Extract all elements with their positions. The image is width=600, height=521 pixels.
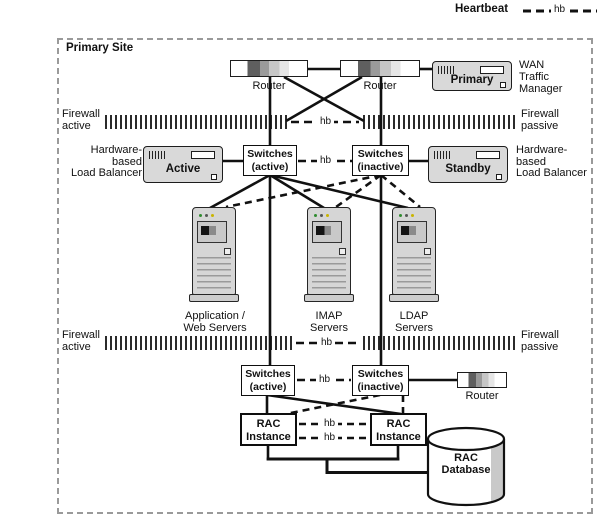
server-button-icon (424, 248, 431, 255)
load-balancer-standby-device: Standby (428, 146, 508, 183)
rac-hb2-label: hb (321, 432, 339, 444)
link-router-right-cross (285, 75, 363, 123)
router-bottom-label: Router (465, 390, 499, 402)
rac-database-cylinder-icon (426, 426, 506, 507)
legend-hb-label: hb (551, 4, 569, 16)
load-balancer-standby-label: Standby (445, 163, 491, 175)
appliance-slot-icon (476, 151, 500, 159)
primary-site-title: Primary Site (66, 42, 134, 54)
link-switch-active-rac-right (266, 393, 402, 416)
router-top-right-icon (340, 60, 420, 77)
server-leds-icon (314, 214, 329, 218)
load-balancer-left-label: Hardware- based Load Balancer (71, 144, 142, 179)
server-button-icon (339, 248, 346, 255)
switches-top-inactive-box: Switches (inactive) (352, 145, 409, 176)
switches-bottom-inactive-box: Switches (inactive) (352, 365, 409, 396)
link-switch-inactive-appweb (225, 173, 382, 209)
rac-instance-right-box: RAC Instance (370, 413, 427, 446)
ldap-server-tower-icon (389, 207, 439, 302)
appliance-vents-icon (438, 66, 454, 74)
appliance-slot-icon (191, 151, 215, 159)
link-switch-inactive-imap (335, 173, 382, 209)
switches-top-active-box: Switches (active) (243, 145, 297, 176)
firewall-top-passive-bar-icon (363, 115, 516, 129)
load-balancer-active-label: Active (165, 163, 201, 175)
router-bottom-icon (457, 372, 507, 388)
server-leds-icon (199, 214, 214, 218)
link-switch-active-appweb (209, 173, 271, 210)
rac-instance-left-box: RAC Instance (240, 413, 297, 446)
primary-site-boundary (57, 38, 593, 514)
app-web-servers-label: Application / Web Servers (183, 310, 247, 334)
firewall-bottom-active-bar-icon (105, 336, 293, 350)
ldap-servers-label: LDAP Servers (395, 310, 433, 334)
router-top-left-label: Router (252, 80, 286, 92)
switches-bottom-hb-label: hb (316, 374, 334, 386)
server-drive-bay-icon (312, 221, 342, 243)
imap-server-tower-icon (304, 207, 354, 302)
link-switch-inactive-ldap (380, 173, 421, 209)
appliance-corner-icon (500, 82, 506, 88)
router-top-left-icon (230, 60, 308, 77)
server-vents-icon (397, 257, 431, 289)
firewall-bottom-hb-label: hb (318, 337, 336, 349)
firewall-top-passive-label: Firewall passive (521, 108, 559, 132)
link-switch-inactive-rac-left (285, 393, 381, 416)
link-switch-active-ldap (269, 173, 409, 210)
firewall-bottom-active-label: Firewall active (62, 329, 100, 353)
server-drive-bay-icon (197, 221, 227, 243)
load-balancer-active-device: Active (143, 146, 223, 183)
appliance-slot-icon (480, 66, 504, 74)
app-web-server-tower-icon (189, 207, 239, 302)
server-drive-bay-icon (397, 221, 427, 243)
switches-top-hb-label: hb (317, 155, 335, 167)
firewall-bottom-passive-bar-icon (363, 336, 516, 350)
server-leds-icon (399, 214, 414, 218)
wan-traffic-manager-primary-device: Primary (432, 61, 512, 91)
server-vents-icon (197, 257, 231, 289)
load-balancer-right-label: Hardware- based Load Balancer (516, 144, 587, 179)
imap-servers-label: IMAP Servers (310, 310, 348, 334)
wan-traffic-manager-label: WAN Traffic Manager (519, 59, 563, 95)
firewall-top-active-label: Firewall active (62, 108, 100, 132)
appliance-vents-icon (149, 151, 165, 159)
server-vents-icon (312, 257, 346, 289)
legend-heartbeat-label: Heartbeat (455, 3, 509, 15)
appliance-corner-icon (496, 174, 502, 180)
appliance-vents-icon (434, 151, 450, 159)
wan-primary-label: Primary (450, 74, 494, 86)
server-button-icon (224, 248, 231, 255)
firewall-bottom-passive-label: Firewall passive (521, 329, 559, 353)
firewall-top-active-bar-icon (105, 115, 288, 129)
appliance-corner-icon (211, 174, 217, 180)
rac-hb1-label: hb (321, 418, 339, 430)
switches-bottom-active-box: Switches (active) (241, 365, 295, 396)
firewall-top-hb-label: hb (317, 116, 335, 128)
router-top-right-label: Router (363, 80, 397, 92)
rac-database-label: RAC Database (441, 452, 491, 476)
